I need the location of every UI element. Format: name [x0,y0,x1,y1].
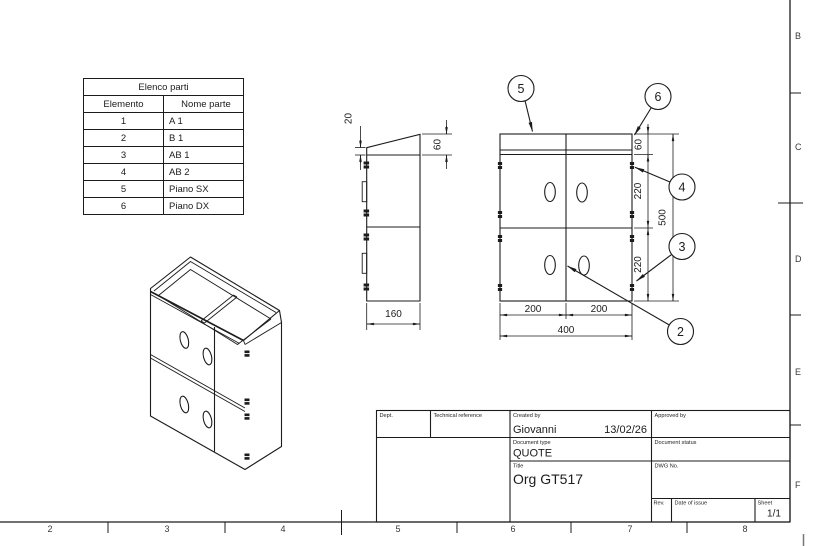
part-name: B 1 [163,129,244,147]
column-header-nome-parte: Nome parte [163,95,244,113]
front-dim-60: 60 [634,139,645,151]
parts-list-title: Elenco parti [83,78,244,96]
front-view [497,133,635,302]
sheet-value: 1/1 [767,509,781,520]
table-row: 5 Piano SX [83,180,244,198]
balloon-5-circle [507,74,535,103]
dept-label: Dept. [380,413,394,419]
front-hinges [497,162,635,291]
created-date-value: 13/02/26 [604,424,647,436]
table-row: 2 B 1 [83,129,244,147]
balloon-6-label: 6 [655,90,662,104]
balloon-callouts [507,74,696,346]
parts-list-title-row: Elenco parti [83,78,244,96]
column-header-elemento: Elemento [83,95,164,113]
side-handle-upper [361,181,368,203]
zone-letter-c: C [795,142,802,152]
zone-number-6: 6 [510,524,515,534]
date-of-issue-label: Date of issue [675,501,708,507]
zone-letters: B C D E F [795,31,802,490]
title-block-text: Dept. Technical reference Created by App… [380,413,782,520]
zone-letter-d: D [795,254,802,264]
front-dim-400: 400 [558,325,575,336]
zone-number-2: 2 [47,524,52,534]
front-door-handles [544,181,590,276]
table-row: 1 A 1 [83,112,244,130]
side-view [361,133,421,302]
side-dim-20: 20 [344,113,355,125]
zone-number-5: 5 [395,524,400,534]
part-name: A 1 [163,112,244,130]
isometric-view [149,256,283,471]
front-dim-220-lower: 220 [633,256,644,273]
front-dim-200-right: 200 [591,304,608,315]
front-dim-220-upper: 220 [633,182,644,199]
front-view-dimensions [499,124,679,340]
part-element: 1 [83,112,164,130]
side-dim-60: 60 [433,139,444,151]
title-label: Title [513,464,523,470]
part-name: Piano DX [163,197,244,215]
balloon-2-circle [666,317,695,346]
approved-by-label: Approved by [655,413,687,419]
balloon-2-label: 2 [677,325,684,339]
zone-number-3: 3 [164,524,169,534]
iso-hinges [244,350,250,460]
zone-number-8: 8 [742,524,747,534]
side-outline [366,133,421,302]
balloon-3-label: 3 [679,240,686,254]
zone-letter-b: B [795,31,801,41]
zone-letter-f: F [795,480,801,490]
part-element: 6 [83,197,164,215]
parts-list-table: Elenco parti Elemento Nome parte 1 A 1 2… [83,78,244,215]
table-row: 4 AB 2 [83,163,244,181]
balloon-4-circle [668,173,696,201]
zone-number-7: 7 [627,524,632,534]
part-name: Piano SX [163,180,244,198]
iso-door-handles [179,331,213,429]
document-type-label: Document type [513,440,551,446]
zone-numbers: 2 3 4 5 6 7 8 [47,524,747,534]
part-element: 4 [83,163,164,181]
iso-door-split-horizontal [150,354,246,412]
side-dim-160: 160 [385,309,402,320]
zone-number-4: 4 [280,524,285,534]
side-view-dimensions [355,120,452,330]
balloon-6-circle [644,82,672,111]
title-block [375,409,791,523]
balloon-3-circle [668,232,696,261]
part-name: AB 1 [163,146,244,164]
part-element: 3 [83,146,164,164]
technical-reference-label: Technical reference [434,413,483,419]
side-hinges [363,161,370,291]
zone-letter-e: E [795,367,801,377]
rev-label: Rev. [654,501,666,507]
document-status-label: Document status [655,440,697,446]
front-dim-200-left: 200 [525,304,542,315]
table-row: 3 AB 1 [83,146,244,164]
balloon-4-label: 4 [679,181,686,195]
title-value: Org GT517 [513,471,583,487]
created-by-label: Created by [513,413,541,419]
parts-list-header-row: Elemento Nome parte [83,95,244,113]
part-element: 5 [83,180,164,198]
document-type-value: QUOTE [513,448,552,460]
iso-outline [149,256,283,471]
balloon-5-label: 5 [518,82,525,96]
table-row: 6 Piano DX [83,197,244,215]
sheet-label: Sheet [758,501,773,507]
part-element: 2 [83,129,164,147]
part-name: AB 2 [163,163,244,181]
created-by-value: Giovanni [513,424,556,436]
side-handle-lower [361,252,368,274]
dwg-no-label: DWG No. [655,464,679,470]
front-dim-500: 500 [658,209,669,226]
